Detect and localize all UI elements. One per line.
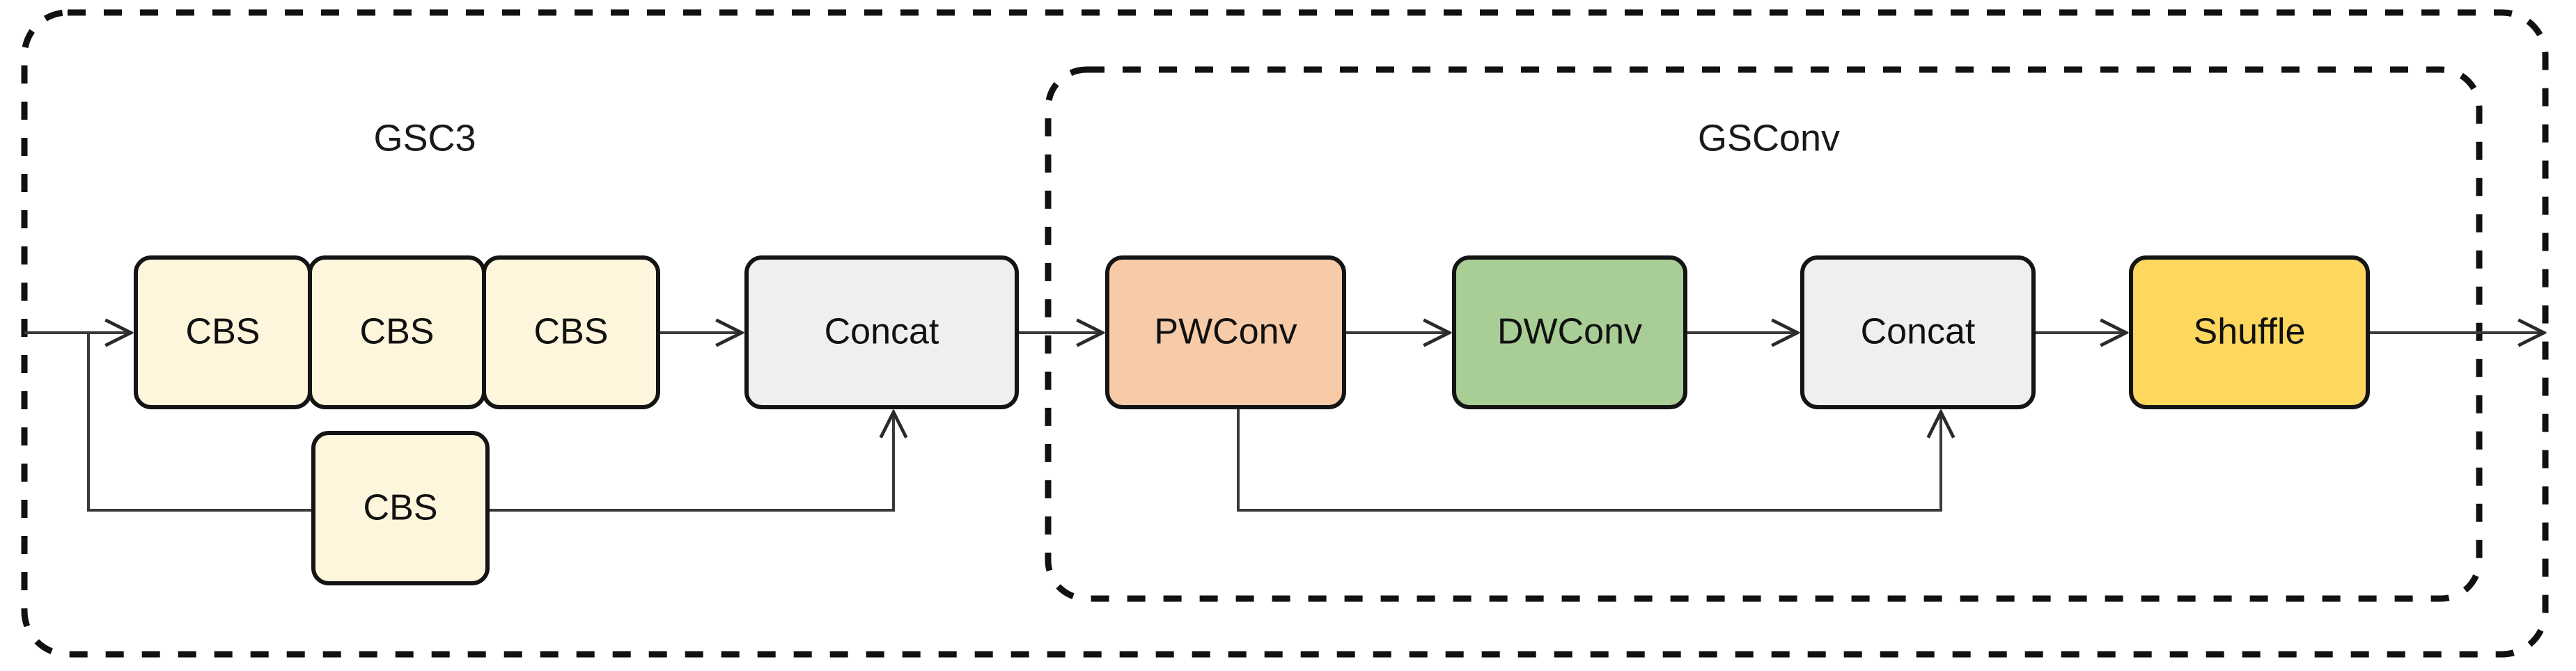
node-cbs-2-label: CBS [360, 312, 435, 352]
node-concat-1-label: Concat [825, 312, 939, 352]
node-pwconv[interactable]: PWConv [1105, 255, 1346, 409]
node-cbs-4-label: CBS [364, 488, 438, 528]
node-cbs-2[interactable]: CBS [308, 255, 486, 409]
node-concat-2-label: Concat [1861, 312, 1976, 352]
edge-layer [24, 333, 2542, 512]
node-pwconv-label: PWConv [1154, 312, 1297, 352]
edge-pwconv-skip-to-concat2 [1237, 407, 1941, 512]
node-dwconv[interactable]: DWConv [1452, 255, 1687, 409]
node-concat-1-box[interactable] [744, 255, 1019, 409]
node-shuffle-box[interactable] [2129, 255, 2370, 409]
node-shuffle[interactable]: Shuffle [2129, 255, 2370, 409]
edge-input-to-cbs4 [87, 333, 313, 512]
node-dwconv-label: DWConv [1497, 312, 1642, 352]
node-cbs-3-label: CBS [534, 312, 609, 352]
node-layer: CBS CBS CBS Concat PWConv DWConv [134, 255, 2370, 585]
group-gsc3-label: GSC3 [373, 117, 476, 159]
group-gsconv-label: GSConv [1698, 117, 1840, 159]
node-concat-1[interactable]: Concat [744, 255, 1019, 409]
node-dwconv-box[interactable] [1452, 255, 1687, 409]
node-shuffle-label: Shuffle [2194, 312, 2306, 352]
node-cbs-4[interactable]: CBS [311, 431, 490, 585]
node-cbs-1-label: CBS [186, 312, 260, 352]
node-cbs-1[interactable]: CBS [134, 255, 312, 409]
node-cbs-3[interactable]: CBS [482, 255, 660, 409]
node-cbs-4-box[interactable] [311, 431, 490, 585]
edge-cbs4-to-concat1 [487, 414, 893, 512]
node-cbs-3-box[interactable] [482, 255, 660, 409]
node-concat-2-box[interactable] [1800, 255, 2036, 409]
node-concat-2[interactable]: Concat [1800, 255, 2036, 409]
node-pwconv-box[interactable] [1105, 255, 1346, 409]
